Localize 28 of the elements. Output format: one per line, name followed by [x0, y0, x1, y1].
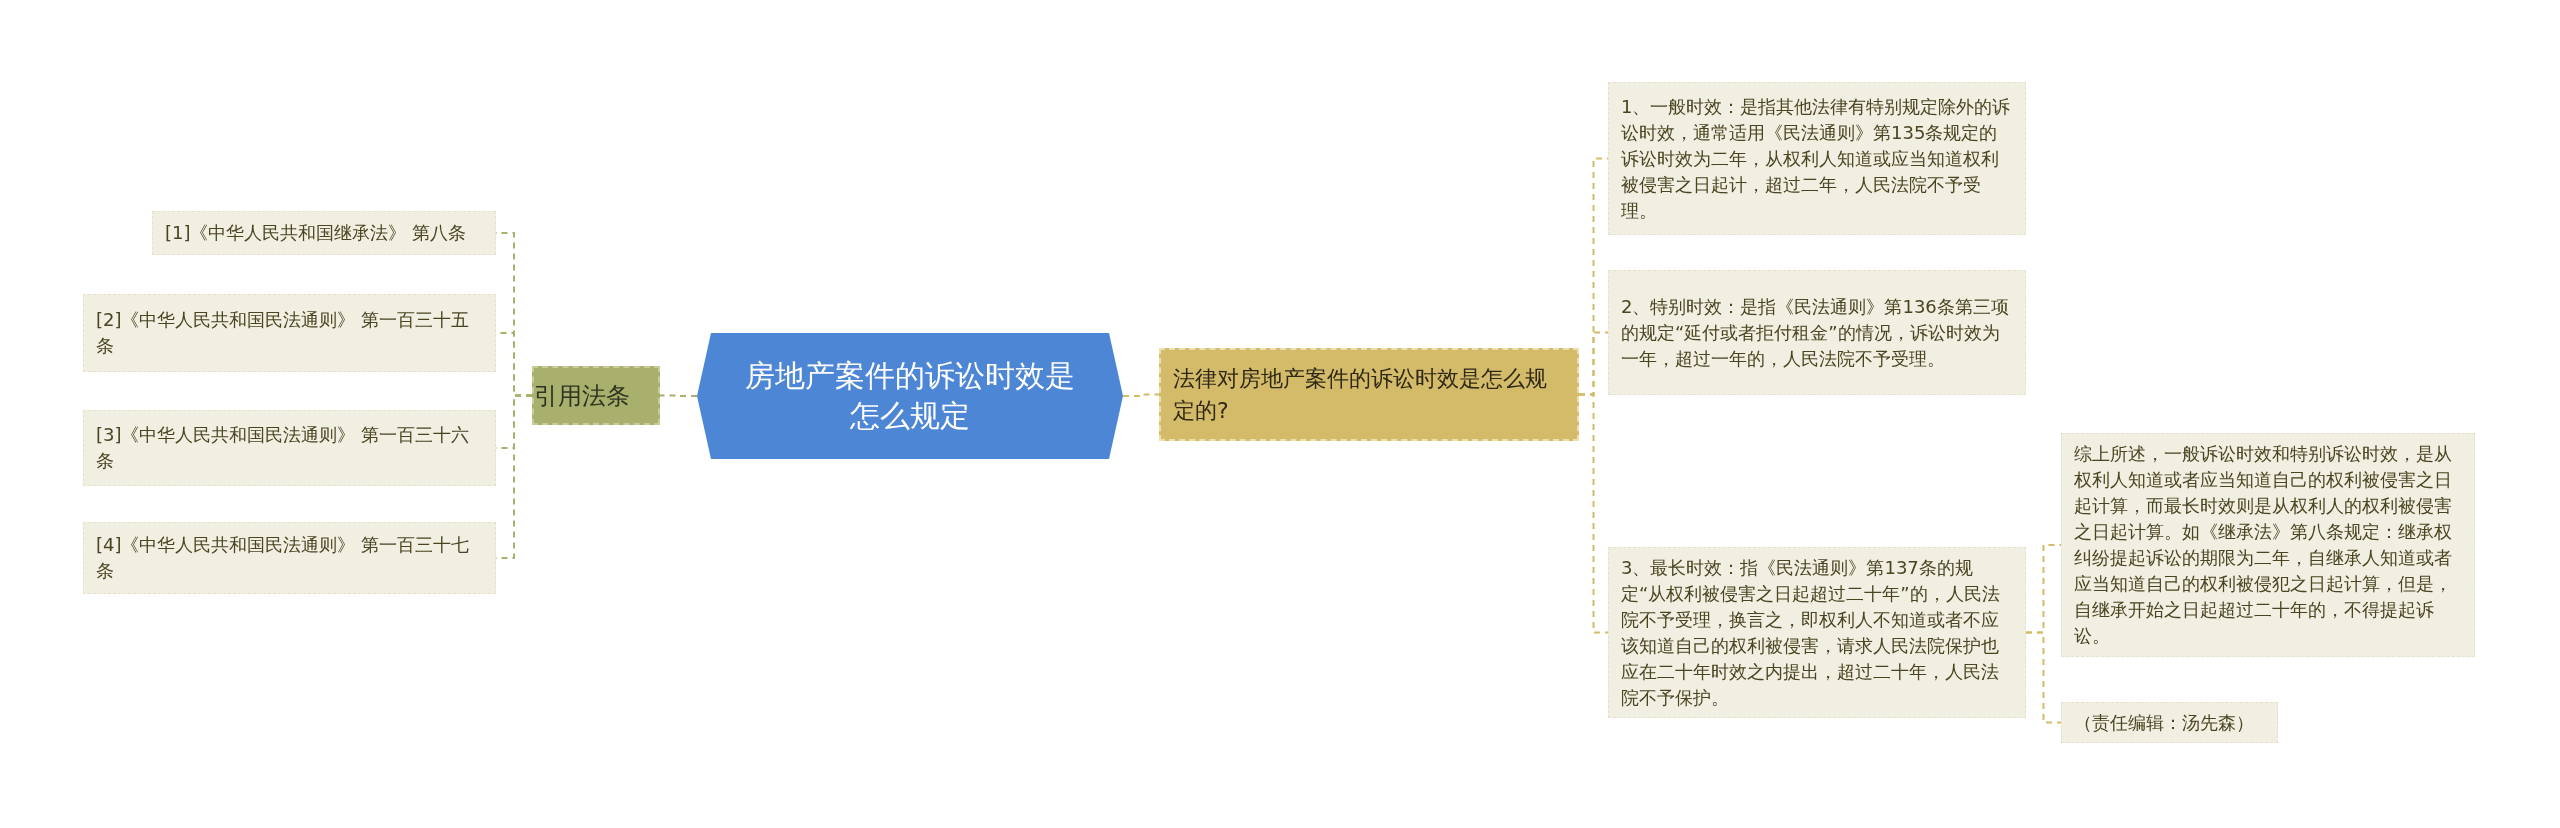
branch-box	[532, 366, 660, 425]
node-text: [1]《中华人民共和国继承法》 第八条	[165, 221, 468, 245]
connector-line	[659, 394, 698, 397]
node-text: 房地产案件的诉讼时效是怎么规定	[745, 357, 1075, 435]
text-box	[83, 294, 496, 372]
node-text: 法律对房地产案件的诉讼时效是怎么规定的?	[1173, 364, 1548, 425]
topic-hexagon	[697, 333, 1123, 459]
node-text: 引用法条	[534, 380, 631, 412]
text-box	[1608, 82, 2026, 235]
node-text: [4]《中华人民共和国民法通则》 第一百三十七条	[96, 533, 471, 583]
connector-line	[1122, 393, 1160, 397]
text-box	[83, 522, 496, 594]
connector-line	[2025, 631, 2062, 724]
connector-line	[1578, 393, 1609, 634]
branch-box	[1159, 348, 1579, 441]
text-box	[1608, 270, 2026, 395]
node-text: （责任编辑：汤先森）	[2074, 710, 2255, 735]
text-box	[83, 410, 496, 486]
node-text: [3]《中华人民共和国民法通则》 第一百三十六条	[96, 423, 471, 473]
text-box	[2061, 433, 2475, 657]
node-text: 1、一般时效：是指其他法律有特别规定除外的诉讼时效，通常适用《民法通则》第135条规定的诉讼时效为二年，从权利人知道或应当知道权利被侵害之日起计，超过二年，人民法院不予受理。	[1621, 94, 2012, 223]
node-text: [2]《中华人民共和国民法通则》 第一百三十五条	[96, 308, 471, 358]
node-text: 2、特别时效：是指《民法通则》第136条第三项的规定“延付或者拒付租金”的情况，诉讼时效为一年，超过一年的，人民法院不予受理。	[1621, 294, 2010, 371]
text-box	[1608, 547, 2026, 718]
node-text: 综上所述，一般诉讼时效和特别诉讼时效，是从权利人知道或者应当知道自己的权利被侵害之日起计算，而最长时效则是从权利人的权利被侵害之日起计算。如《继承法》第八条规定：继承权纠纷提起诉讼的期限为二年，自继承人知道或者应当知道自己的权利被侵犯之日起计算，但是，自继承开始之日起超过二十年的，不得提起诉讼。	[2074, 442, 2453, 648]
text-box	[152, 211, 496, 255]
text-box	[2061, 702, 2278, 743]
node-text: 3、最长时效：指《民法通则》第137条的规定“从权利被侵害之日起超过二十年”的，人民法院不予受理，换言之，即权利人不知道或者不应该知道自己的权利被侵害，请求人民法院保护也应在二十年时效之内提出，超过二十年，人民法院不予保护。	[1621, 555, 2001, 710]
